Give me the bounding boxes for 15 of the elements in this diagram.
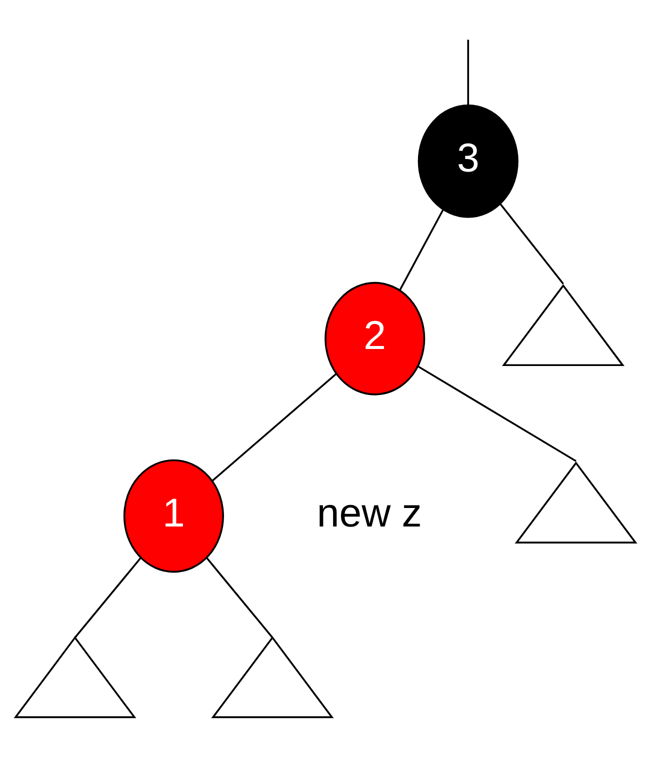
connector: [399, 208, 444, 290]
node-triangle: [502, 284, 624, 366]
connector: [418, 365, 576, 462]
node-ellipse: 2: [324, 281, 426, 395]
connector: [212, 372, 337, 481]
connector: [500, 202, 564, 284]
connector: [74, 556, 142, 638]
node-label: new z: [316, 490, 422, 535]
connector: [206, 556, 274, 638]
node-ellipse: 1: [123, 458, 224, 572]
node-triangle: [14, 636, 136, 718]
node-triangle: [211, 636, 334, 718]
connector: [467, 39, 470, 105]
node-triangle: [514, 460, 638, 543]
node-ellipse: 3: [418, 104, 518, 218]
